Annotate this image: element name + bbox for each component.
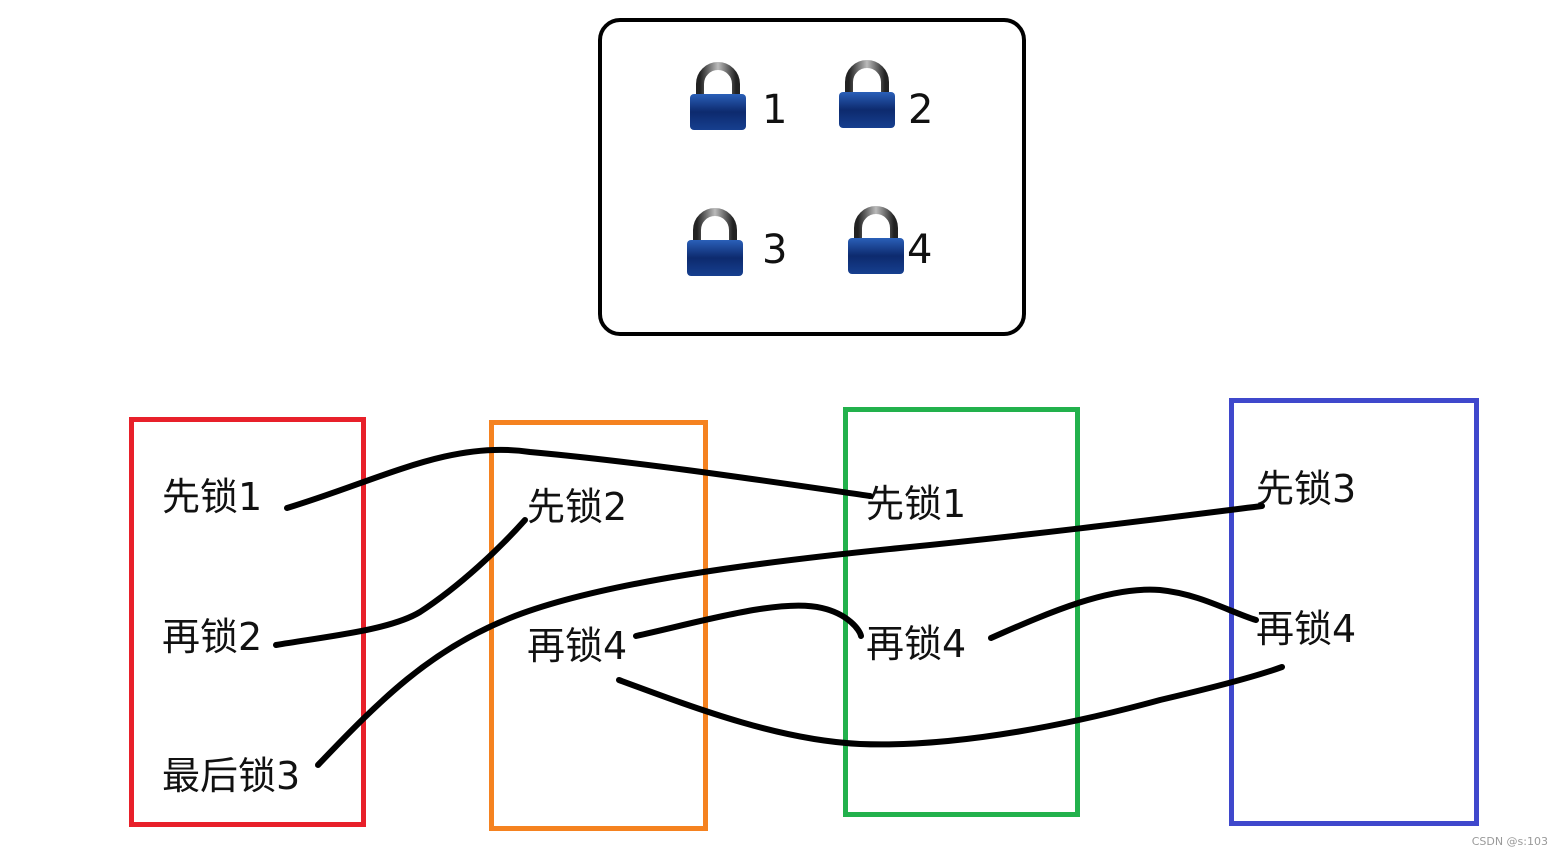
padlock-icon	[837, 60, 957, 140]
lock-pool-panel	[598, 18, 1026, 336]
wire-lock1-red-green	[284, 446, 873, 511]
thread-blue-step-1: 先锁3	[1256, 467, 1357, 511]
thread-orange-step-2: 再锁4	[527, 624, 628, 668]
thread-red-step-2: 再锁2	[162, 615, 263, 659]
thread-red-step-3: 最后锁3	[162, 754, 301, 798]
lock-label-4: 4	[907, 227, 933, 273]
wire-lock4-orange-blue	[616, 664, 1285, 748]
watermark: CSDN @s:103	[1471, 835, 1548, 848]
thread-box-green	[843, 407, 1080, 817]
thread-red-step-1: 先锁1	[162, 475, 263, 519]
thread-green-step-2: 再锁4	[866, 622, 967, 666]
lock-label-2: 2	[908, 87, 934, 133]
padlock-icon	[846, 206, 966, 286]
wire-lock2-red-orange	[273, 517, 528, 648]
thread-green-step-1: 先锁1	[866, 482, 967, 526]
lock-label-3: 3	[762, 227, 788, 273]
thread-blue-step-2: 再锁4	[1256, 607, 1357, 651]
padlock-icon	[688, 62, 808, 142]
wire-lock3-red-blue	[315, 503, 1265, 768]
thread-box-red	[129, 417, 366, 827]
wire-lock4-orange-green	[633, 602, 864, 639]
padlock-icon	[685, 208, 805, 288]
wire-lock4-green-blue	[988, 586, 1259, 641]
lock-label-1: 1	[762, 87, 788, 133]
thread-orange-step-1: 先锁2	[527, 485, 628, 529]
